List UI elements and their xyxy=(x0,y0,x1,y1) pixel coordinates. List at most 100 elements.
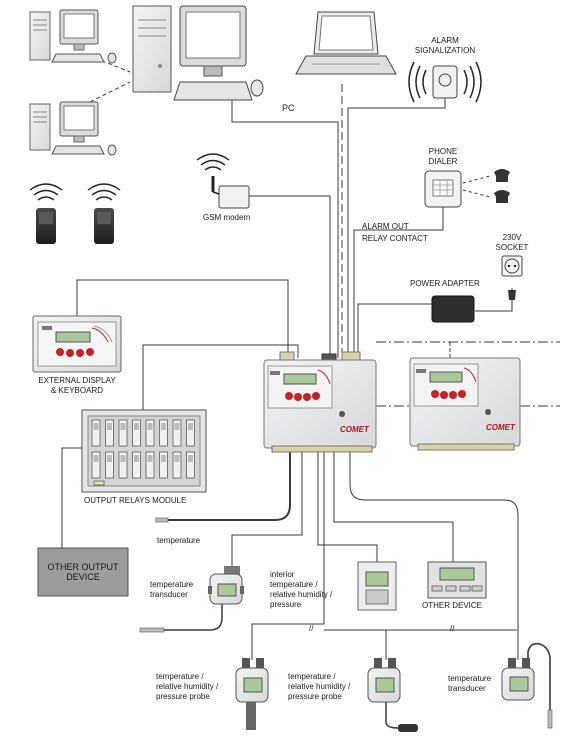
relay-terminal xyxy=(147,423,153,430)
relay-terminal xyxy=(107,455,112,462)
relay-block xyxy=(159,419,168,447)
temperature-transducer-left-line-2: transducer xyxy=(150,590,188,599)
output-relays-module-label: OUTPUT RELAYS MODULE xyxy=(84,496,187,505)
relay-contact-label: RELAY CONTACT xyxy=(362,234,428,243)
telephone-icon-bottom xyxy=(494,190,510,203)
gsm-modem-icon xyxy=(196,153,250,209)
output-relays-module-icon xyxy=(81,409,207,493)
alarm-signalization-line-2: SIGNALIZATION xyxy=(414,46,476,55)
mobile-phone-icon-right xyxy=(87,183,121,244)
alarm-signalization-label: ALARM SIGNALIZATION xyxy=(400,36,490,56)
alarm-signalization-icon xyxy=(408,61,482,103)
computer-icon-main-pc xyxy=(132,5,264,101)
relay-terminal xyxy=(147,455,153,462)
other-output-device-label: OTHER OUTPUT DEVICE xyxy=(38,562,128,582)
alarm-signalization-line-1: ALARM xyxy=(431,36,459,45)
temperature-transducer-right-label: temperature transducer xyxy=(448,674,491,694)
rh-pressure-probe-icon-middle xyxy=(367,658,418,732)
relay-terminal xyxy=(120,455,126,462)
interior-line-2: temperature / xyxy=(270,580,318,589)
laptop-icon xyxy=(295,11,397,75)
probe-middle-line-2: relative humidity / xyxy=(288,682,351,691)
computer-icon-bottom-left xyxy=(29,101,117,156)
power-adapter-icon xyxy=(431,290,516,323)
temperature-transducer-icon-left xyxy=(208,566,244,605)
relay-terminal xyxy=(107,423,112,430)
socket-icon xyxy=(501,255,523,277)
relay-block xyxy=(159,451,168,479)
connection-lines xyxy=(61,57,560,729)
relay-block xyxy=(91,451,101,479)
pc-label: PC xyxy=(282,103,295,113)
bus-break-mark-left: // xyxy=(309,624,314,633)
relay-block xyxy=(145,451,155,479)
temperature-transducer-right-line-1: temperature xyxy=(448,674,492,683)
relay-block xyxy=(91,419,101,447)
computer-icon-top-left xyxy=(29,9,117,64)
relay-terminal xyxy=(161,455,166,462)
relay-terminal xyxy=(120,423,126,430)
alarm-out-label: ALARM OUT xyxy=(362,222,409,231)
interior-line-1: interior xyxy=(270,570,295,579)
probe-middle-line-1: temperature / xyxy=(288,672,336,681)
temperature-probe-icon xyxy=(139,517,169,633)
relay-block xyxy=(118,451,128,479)
temperature-probe-label: temperature xyxy=(157,536,201,545)
bus-break-mark-right: // xyxy=(450,624,455,633)
other-output-device-box xyxy=(37,547,129,597)
other-device-icon xyxy=(427,561,487,599)
relay-terminal xyxy=(188,423,193,430)
interior-sensor-icon xyxy=(357,561,397,611)
relay-block xyxy=(132,451,141,479)
phone-dialer-icon xyxy=(424,170,462,208)
probe-middle-label: temperature / relative humidity / pressu… xyxy=(288,672,350,702)
temperature-transducer-right-line-2: transducer xyxy=(448,684,486,693)
other-output-device-line-1: OTHER OUTPUT xyxy=(47,562,119,572)
phone-dialer-line-2: DIALER xyxy=(428,157,458,166)
other-device-label: OTHER DEVICE xyxy=(422,601,483,610)
phone-dialer-line-1: PHONE xyxy=(428,147,458,156)
rh-pressure-probe-icon-left xyxy=(235,658,269,730)
relay-block xyxy=(172,451,182,479)
external-display-icon xyxy=(32,315,122,373)
relay-terminal xyxy=(174,423,180,430)
gsm-modem-label: GSM modem xyxy=(203,213,251,222)
relay-block xyxy=(132,419,141,447)
relay-terminal xyxy=(188,455,193,462)
relay-terminal xyxy=(174,455,180,462)
relay-terminal xyxy=(134,423,139,430)
probe-middle-line-3: pressure probe xyxy=(288,692,342,701)
relay-block xyxy=(186,451,195,479)
interior-sensor-label: interior temperature / relative humidity… xyxy=(270,570,332,610)
external-display-line-1: EXTERNAL DISPLAY xyxy=(38,376,116,385)
external-display-line-2: & KEYBOARD xyxy=(50,386,103,395)
relay-block xyxy=(172,419,182,447)
probe-left-line-1: temperature / xyxy=(156,672,204,681)
socket-label: 230V SOCKET xyxy=(494,233,530,253)
probe-left-line-3: pressure probe xyxy=(156,692,210,701)
comet-logo-left: COMET xyxy=(340,425,369,434)
relay-block xyxy=(145,419,155,447)
temperature-transducer-left-line-1: temperature xyxy=(150,580,194,589)
external-display-label: EXTERNAL DISPLAY & KEYBOARD xyxy=(28,376,126,396)
relay-terminal xyxy=(161,423,166,430)
temperature-transducer-left-label: temperature transducer xyxy=(150,580,193,600)
comet-logo-right: COMET xyxy=(486,423,515,432)
relay-terminal xyxy=(134,455,139,462)
phone-dialer-label: PHONE DIALER xyxy=(412,147,474,167)
relay-block xyxy=(186,419,195,447)
relay-block xyxy=(118,419,128,447)
power-adapter-label: POWER ADAPTER xyxy=(410,279,480,288)
probe-left-label: temperature / relative humidity / pressu… xyxy=(156,672,218,702)
interior-line-4: pressure xyxy=(270,600,302,609)
relay-terminal xyxy=(93,423,99,430)
probe-left-line-2: relative humidity / xyxy=(156,682,219,691)
main-unit-right xyxy=(409,357,521,451)
socket-line-2: SOCKET xyxy=(495,243,529,252)
socket-line-1: 230V xyxy=(502,233,522,242)
other-output-device-line-2: DEVICE xyxy=(66,572,100,582)
temperature-transducer-icon-right xyxy=(501,658,553,729)
relay-terminal xyxy=(93,455,99,462)
mobile-phone-icon-left xyxy=(29,183,63,244)
